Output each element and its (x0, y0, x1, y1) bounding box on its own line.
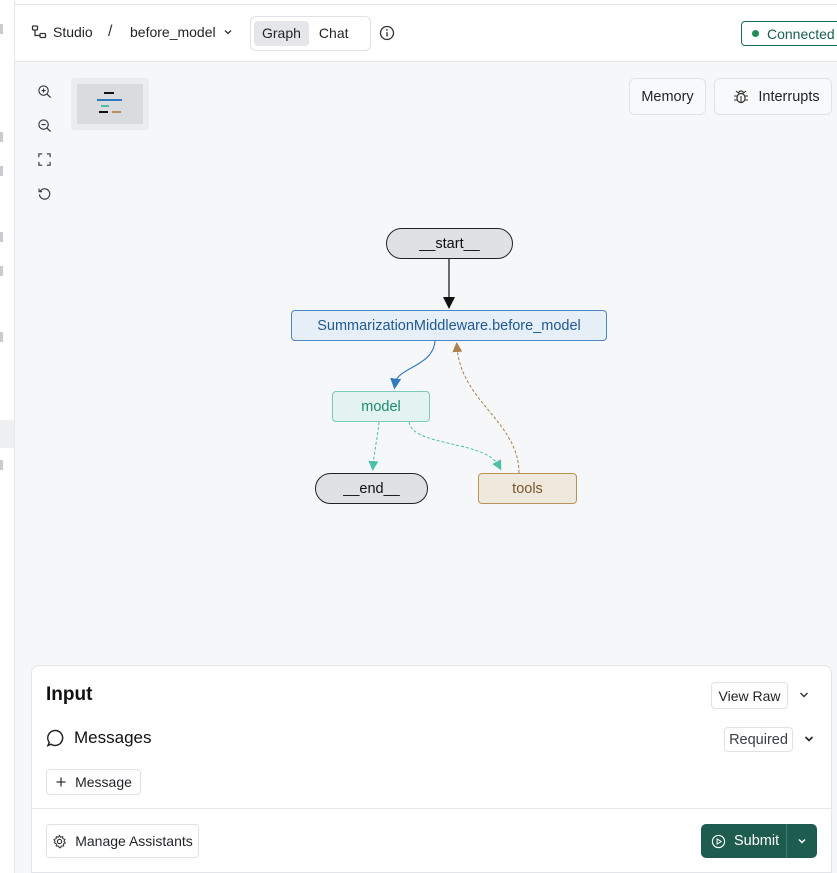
input-panel: Input View Raw Messages Required Message… (31, 665, 832, 873)
edge-model-to-end (368, 421, 380, 471)
interrupts-button[interactable]: Interrupts (714, 78, 832, 115)
node-summarization-middleware[interactable]: SummarizationMiddleware.before_model (291, 310, 607, 341)
edge-middleware-to-model (390, 340, 436, 390)
top-border (15, 0, 837, 5)
node-model[interactable]: model (332, 391, 430, 422)
breadcrumb-separator: / (108, 23, 113, 40)
rail-marker (0, 24, 3, 34)
required-badge: Required (724, 727, 793, 752)
view-toggle: Graph Chat (250, 16, 371, 51)
rail-marker (0, 132, 3, 142)
minimap[interactable] (71, 78, 149, 130)
info-icon[interactable] (379, 25, 395, 41)
view-raw-label: View Raw (718, 687, 781, 704)
minimap-node (104, 92, 114, 94)
fit-view-button[interactable] (31, 146, 57, 172)
gear-icon (53, 833, 67, 848)
edge-model-to-tools (408, 421, 502, 471)
connection-status-label: Connected (767, 25, 835, 42)
minimap-node (101, 105, 109, 107)
graph-selector[interactable]: before_model (130, 24, 234, 40)
add-message-button[interactable]: Message (46, 769, 141, 795)
node-end[interactable]: __end__ (315, 473, 428, 504)
messages-label: Messages (74, 728, 152, 747)
memory-label: Memory (641, 88, 694, 105)
reset-icon (38, 187, 50, 200)
input-panel-footer: Manage Assistants Submit (32, 808, 831, 873)
required-label: Required (729, 731, 788, 748)
plus-icon (56, 777, 66, 787)
left-rail (0, 0, 15, 873)
submit-button-group: Submit (701, 824, 817, 858)
submit-button[interactable]: Submit (701, 824, 787, 858)
status-dot (752, 30, 759, 37)
studio-brand[interactable]: Studio (31, 24, 93, 40)
tab-graph[interactable]: Graph (254, 21, 309, 46)
rail-marker (0, 332, 3, 342)
chevron-down-icon (798, 839, 806, 844)
tab-chat[interactable]: Chat (318, 25, 349, 41)
rail-marker (0, 166, 3, 176)
minimap-node (112, 111, 121, 113)
rail-marker (0, 266, 3, 276)
edge-tools-to-middleware (452, 342, 520, 474)
rail-marker (0, 460, 3, 470)
interrupts-label: Interrupts (758, 88, 820, 105)
node-tools[interactable]: tools (478, 473, 577, 504)
minimap-viewport (77, 84, 143, 124)
manage-assistants-button[interactable]: Manage Assistants (46, 824, 199, 858)
node-end-label: __end__ (343, 480, 400, 497)
chevron-down-icon[interactable] (797, 688, 811, 702)
message-bubble-icon (46, 729, 64, 747)
memory-button[interactable]: Memory (629, 78, 706, 115)
bug-icon (734, 89, 749, 103)
studio-label: Studio (53, 24, 93, 40)
node-start-label: __start__ (419, 235, 480, 252)
node-start[interactable]: __start__ (386, 228, 513, 259)
messages-section-header: Messages (46, 728, 151, 748)
zoom-in-icon (37, 84, 51, 98)
view-raw-button[interactable]: View Raw (711, 682, 788, 709)
reset-view-button[interactable] (31, 180, 57, 206)
rail-marker (0, 232, 3, 242)
minimap-node (99, 111, 108, 113)
add-message-label: Message (75, 774, 132, 790)
play-circle-icon (711, 834, 726, 848)
input-title: Input (46, 684, 93, 705)
chevron-down-icon[interactable] (802, 732, 816, 746)
canvas-controls (31, 78, 57, 214)
zoom-out-button[interactable] (31, 112, 57, 138)
app-header: Studio / before_model Graph Chat Connect… (15, 6, 837, 62)
fit-view-icon (37, 152, 51, 166)
zoom-in-button[interactable] (31, 78, 57, 104)
graph-edges (368, 259, 520, 474)
submit-options-dropdown[interactable] (787, 824, 817, 858)
node-model-label: model (361, 398, 401, 415)
node-middleware-label: SummarizationMiddleware.before_model (317, 317, 581, 334)
manage-assistants-label: Manage Assistants (75, 833, 193, 849)
zoom-out-icon (37, 118, 51, 132)
node-tools-label: tools (512, 480, 543, 497)
graph-name: before_model (130, 24, 216, 40)
connection-status-badge: Connected (741, 21, 837, 46)
studio-icon (31, 25, 47, 39)
chevron-down-icon (224, 30, 232, 35)
rail-selected-item[interactable] (0, 420, 14, 448)
minimap-node (97, 99, 122, 101)
submit-label: Submit (734, 833, 780, 849)
